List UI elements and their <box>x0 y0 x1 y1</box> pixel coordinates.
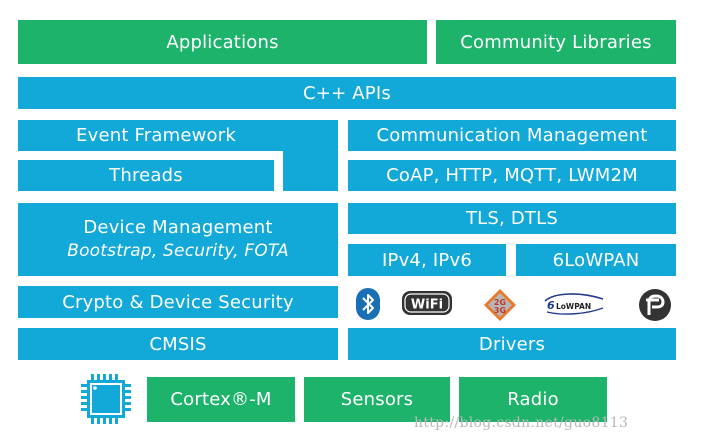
cortex-m-block: Cortex®-M <box>147 377 295 422</box>
sensors-block: Sensors <box>304 377 450 422</box>
device-management-label: Device Management <box>83 216 273 238</box>
lowpan-text: LoWPAN <box>556 302 591 311</box>
sixlowpan-block: 6LoWPAN <box>516 244 676 276</box>
lowpan-icon: 6 LoWPAN <box>544 293 604 315</box>
radio-block: Radio <box>459 377 607 422</box>
ipv4-ipv6-label: IPv4, IPv6 <box>382 249 472 271</box>
watermark-text: http://blog.csdn.net/guo8113 <box>414 415 629 431</box>
sensors-label: Sensors <box>340 389 414 410</box>
event-framework-tail <box>283 150 338 191</box>
communication-management-label: Communication Management <box>376 125 648 146</box>
wifi-icon: WiFi <box>402 291 452 315</box>
device-management-block: Device Management Bootstrap, Security, F… <box>18 203 338 276</box>
protocols-label: CoAP, HTTP, MQTT, LWM2M <box>386 165 638 186</box>
thread-protocol-icon <box>639 289 671 321</box>
cellular-2g-3g-icon: 2G 3G <box>484 289 516 321</box>
svg-text:3G: 3G <box>494 306 506 315</box>
cpp-apis-label: C++ APIs <box>303 82 391 104</box>
threads-block: Threads <box>18 160 274 191</box>
cpp-apis-block: C++ APIs <box>18 77 676 109</box>
drivers-block: Drivers <box>348 328 676 360</box>
community-libraries-block: Community Libraries <box>436 20 676 64</box>
community-libraries-label: Community Libraries <box>460 31 652 53</box>
applications-label: Applications <box>166 31 279 53</box>
bluetooth-icon <box>356 288 380 320</box>
ipv4-ipv6-block: IPv4, IPv6 <box>348 244 506 276</box>
device-management-sub-label: Bootstrap, Security, FOTA <box>67 241 289 262</box>
radio-label: Radio <box>507 389 559 410</box>
crypto-security-label: Crypto & Device Security <box>62 291 294 313</box>
svg-text:2G: 2G <box>494 298 506 307</box>
cmsis-label: CMSIS <box>149 333 207 355</box>
cortex-m-label: Cortex®-M <box>170 389 272 410</box>
event-framework-block: Event Framework <box>18 120 338 151</box>
drivers-label: Drivers <box>478 333 546 355</box>
cmsis-block: CMSIS <box>18 328 338 360</box>
crypto-security-block: Crypto & Device Security <box>18 286 338 318</box>
applications-block: Applications <box>18 20 427 64</box>
tls-dtls-block: TLS, DTLS <box>348 203 676 234</box>
microchip-icon <box>81 374 131 424</box>
event-framework-label: Event Framework <box>76 125 236 146</box>
sixlowpan-label: 6LoWPAN <box>552 249 640 271</box>
threads-label: Threads <box>109 165 183 186</box>
communication-management-block: Communication Management <box>348 120 676 151</box>
protocols-block: CoAP, HTTP, MQTT, LWM2M <box>348 160 676 191</box>
tls-dtls-label: TLS, DTLS <box>465 208 558 229</box>
wifi-text: WiFi <box>411 298 443 313</box>
svg-text:6: 6 <box>547 299 555 312</box>
